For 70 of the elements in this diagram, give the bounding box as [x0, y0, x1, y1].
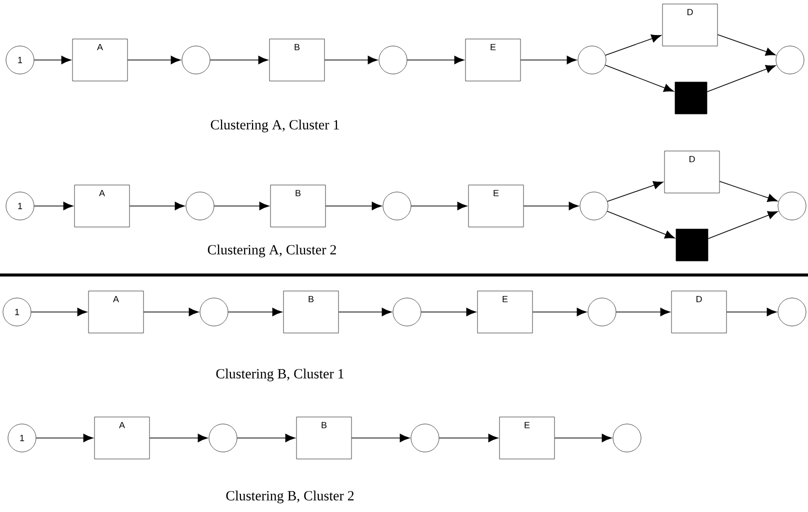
arrow	[325, 202, 382, 210]
caption: Clustering B, Cluster 2	[226, 490, 354, 504]
place-circle	[208, 424, 238, 452]
arrow	[604, 34, 662, 56]
place-circle	[200, 298, 228, 326]
arrow	[717, 34, 776, 56]
place-circle	[776, 46, 804, 74]
silent-transition-box	[676, 228, 708, 262]
arrow	[236, 434, 296, 442]
silent-transition-box	[674, 82, 708, 114]
arrow	[706, 64, 776, 92]
transition-box: E	[468, 184, 524, 228]
arrow	[420, 308, 476, 316]
arrow	[523, 202, 579, 210]
transition-box: B	[283, 290, 339, 334]
place-circle	[578, 46, 606, 74]
place-circle	[778, 298, 806, 326]
arrow	[228, 308, 282, 316]
arrow	[532, 308, 587, 316]
caption: Clustering A, Cluster 1	[210, 120, 339, 132]
place-circle	[182, 46, 210, 74]
arrow	[708, 211, 778, 240]
place-circle	[382, 192, 412, 220]
place-circle	[778, 192, 806, 220]
caption: Clustering A, Cluster 2	[208, 244, 336, 258]
arrow	[607, 181, 664, 202]
transition-box: D	[664, 150, 720, 194]
transition-box: A	[72, 38, 128, 82]
place-circle	[378, 46, 408, 74]
arrow	[438, 434, 498, 442]
arrow	[719, 181, 778, 202]
arrow	[30, 308, 88, 316]
arrow	[520, 56, 577, 64]
place-circle	[580, 192, 608, 220]
arrow	[338, 308, 392, 316]
place-circle	[392, 298, 422, 326]
arrow	[554, 434, 612, 442]
transition-box: E	[499, 416, 555, 460]
transition-box: D	[671, 290, 727, 334]
arrow	[34, 56, 72, 64]
arrow	[34, 202, 74, 210]
arrow	[143, 308, 199, 316]
arrow	[324, 56, 378, 64]
transition-box: A	[88, 290, 144, 334]
place-circle	[186, 192, 214, 220]
transition-box: A	[74, 184, 130, 228]
arrow	[406, 56, 464, 64]
caption: Clustering B, Cluster 1	[216, 368, 344, 382]
transition-box: E	[465, 38, 521, 82]
place-circle	[612, 424, 642, 452]
arrow	[129, 202, 185, 210]
transition-box: A	[94, 416, 150, 460]
place-circle	[588, 298, 616, 326]
place-circle	[410, 424, 440, 452]
arrow	[36, 434, 94, 442]
arrow	[149, 434, 208, 442]
transition-box: B	[269, 38, 325, 82]
transition-box: B	[270, 184, 326, 228]
arrow	[604, 64, 674, 92]
arrow	[210, 56, 268, 64]
arrow	[616, 308, 670, 316]
transition-box: B	[296, 416, 352, 460]
arrow	[127, 56, 181, 64]
arrow	[606, 210, 675, 239]
transition-box: D	[662, 4, 718, 46]
transition-box: E	[477, 290, 533, 334]
arrow	[351, 434, 410, 442]
arrow	[214, 202, 270, 210]
arrow	[726, 308, 777, 316]
arrow	[410, 202, 468, 210]
